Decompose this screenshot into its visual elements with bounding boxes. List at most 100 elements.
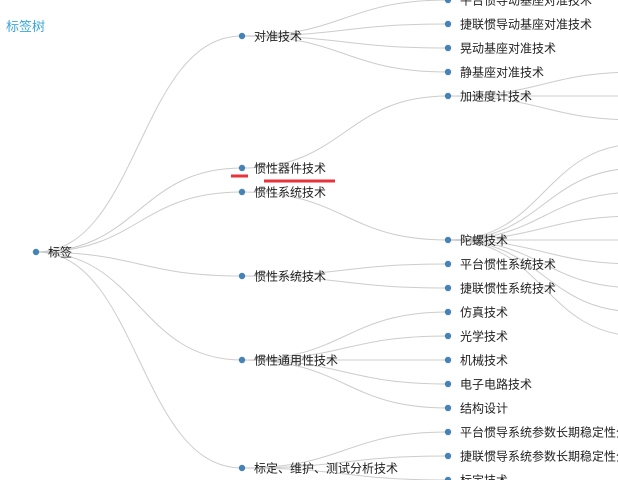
node-dot[interactable]: [444, 476, 452, 480]
tree-link-offscreen: [447, 169, 618, 241]
tree-node[interactable]: 陀螺技术: [444, 233, 508, 248]
tree-link: [241, 263, 449, 277]
tree-link-offscreen: [447, 239, 618, 288]
node-label[interactable]: 惯性通用性技术: [254, 353, 338, 368]
tree-link: [241, 455, 449, 469]
node-dot[interactable]: [444, 356, 452, 364]
tree-link: [241, 311, 449, 361]
tree-link-offscreen: [447, 192, 618, 241]
tree-link: [241, 191, 449, 241]
tree-node[interactable]: 平台惯导动基座对准技术: [444, 0, 592, 8]
tree-link-offscreen: [447, 239, 618, 311]
tree-node[interactable]: 惯性通用性技术: [238, 353, 338, 368]
node-label[interactable]: 光学技术: [460, 329, 508, 344]
tree-node[interactable]: 惯性系统技术: [238, 269, 326, 284]
node-dot[interactable]: [444, 44, 452, 52]
node-label[interactable]: 仿真技术: [460, 306, 508, 320]
tree-node[interactable]: 平台惯性系统技术: [444, 257, 556, 272]
tree-links: [35, 0, 618, 480]
tree-link-offscreen: [447, 72, 618, 97]
node-label[interactable]: 加速度计技术: [460, 89, 532, 104]
node-dot[interactable]: [444, 284, 452, 292]
tree-node[interactable]: 对准技术: [238, 30, 302, 44]
page-title: 标签树: [6, 20, 46, 35]
tree-link: [241, 431, 449, 469]
tree-link: [241, 35, 449, 49]
tree-node[interactable]: 加速度计技术: [444, 89, 532, 104]
node-dot[interactable]: [444, 308, 452, 316]
node-label[interactable]: 机械技术: [460, 353, 508, 368]
tree-link: [241, 359, 449, 409]
node-dot[interactable]: [444, 404, 452, 412]
tree-node[interactable]: 晃动基座对准技术: [444, 41, 556, 56]
node-label[interactable]: 静基座对准技术: [460, 65, 544, 80]
tree-node[interactable]: 惯性系统技术: [238, 185, 326, 200]
node-dot[interactable]: [238, 164, 246, 172]
node-dot[interactable]: [444, 380, 452, 388]
node-label[interactable]: 标定、维护、测试分析技术: [254, 461, 398, 476]
tree-link: [35, 167, 243, 253]
node-dot[interactable]: [444, 0, 452, 4]
tree-link: [241, 95, 449, 169]
tree-node[interactable]: 仿真技术: [444, 306, 508, 320]
tree-link: [241, 35, 449, 73]
node-dot[interactable]: [238, 464, 246, 472]
node-label[interactable]: 惯性系统技术: [254, 185, 326, 200]
tree-node[interactable]: 捷联惯导系统参数长期稳定性分析: [444, 449, 618, 464]
tree-link: [241, 335, 449, 361]
node-label[interactable]: 捷联惯导系统参数长期稳定性分析: [460, 449, 618, 464]
node-label[interactable]: 惯性器件技术: [254, 161, 326, 176]
tree-link-offscreen: [447, 95, 618, 120]
node-dot[interactable]: [444, 260, 452, 268]
node-dot[interactable]: [444, 236, 452, 244]
tree-node[interactable]: 结构设计: [444, 401, 508, 416]
node-label[interactable]: 平台惯导动基座对准技术: [460, 0, 592, 8]
node-label[interactable]: 对准技术: [254, 30, 302, 44]
node-dot[interactable]: [238, 272, 246, 280]
node-label[interactable]: 标签: [48, 245, 72, 260]
tree-node[interactable]: 机械技术: [444, 353, 508, 368]
node-dot[interactable]: [238, 188, 246, 196]
tree-link-offscreen: [447, 145, 618, 241]
node-dot[interactable]: [32, 248, 40, 256]
tree-link: [35, 251, 243, 469]
tree-link: [35, 191, 243, 253]
tree-link: [35, 251, 243, 277]
tree-node[interactable]: 惯性器件技术: [238, 161, 326, 176]
node-label[interactable]: 结构设计: [460, 401, 508, 416]
node-label[interactable]: 平台惯性系统技术: [460, 257, 556, 272]
tree-node[interactable]: 平台惯导系统参数长期稳定性分析: [444, 425, 618, 440]
tree-node[interactable]: 光学技术: [444, 329, 508, 344]
tree-link: [35, 35, 243, 253]
tree-link: [241, 275, 449, 289]
node-dot[interactable]: [444, 68, 452, 76]
node-dot[interactable]: [444, 428, 452, 436]
tree-node[interactable]: 电子电路技术: [444, 377, 532, 392]
tree-link: [241, 359, 449, 385]
tree-node[interactable]: 标定技术: [444, 473, 508, 480]
tree-link-offscreen: [447, 216, 618, 241]
node-label[interactable]: 电子电路技术: [460, 377, 532, 392]
node-dot[interactable]: [444, 92, 452, 100]
tree-node[interactable]: 标签: [32, 245, 72, 260]
tree-link-offscreen: [447, 239, 618, 264]
node-label[interactable]: 标定技术: [460, 473, 508, 480]
node-label[interactable]: 捷联惯导动基座对准技术: [460, 17, 592, 32]
tree-node[interactable]: 捷联惯性系统技术: [444, 281, 556, 296]
tree-node[interactable]: 捷联惯导动基座对准技术: [444, 17, 592, 32]
node-dot[interactable]: [444, 20, 452, 28]
tree-node[interactable]: 标定、维护、测试分析技术: [238, 461, 398, 476]
node-label[interactable]: 平台惯导系统参数长期稳定性分析: [460, 425, 618, 440]
node-dot[interactable]: [238, 356, 246, 364]
node-label[interactable]: 捷联惯性系统技术: [460, 281, 556, 296]
tree-node[interactable]: 静基座对准技术: [444, 65, 544, 80]
tree-link: [35, 251, 243, 361]
node-label[interactable]: 晃动基座对准技术: [460, 41, 556, 56]
node-label[interactable]: 惯性系统技术: [254, 269, 326, 284]
node-label[interactable]: 陀螺技术: [460, 233, 508, 248]
tree-link: [241, 467, 449, 480]
node-dot[interactable]: [444, 332, 452, 340]
node-dot[interactable]: [444, 452, 452, 460]
node-dot[interactable]: [238, 32, 246, 40]
tree-link: [241, 23, 449, 37]
